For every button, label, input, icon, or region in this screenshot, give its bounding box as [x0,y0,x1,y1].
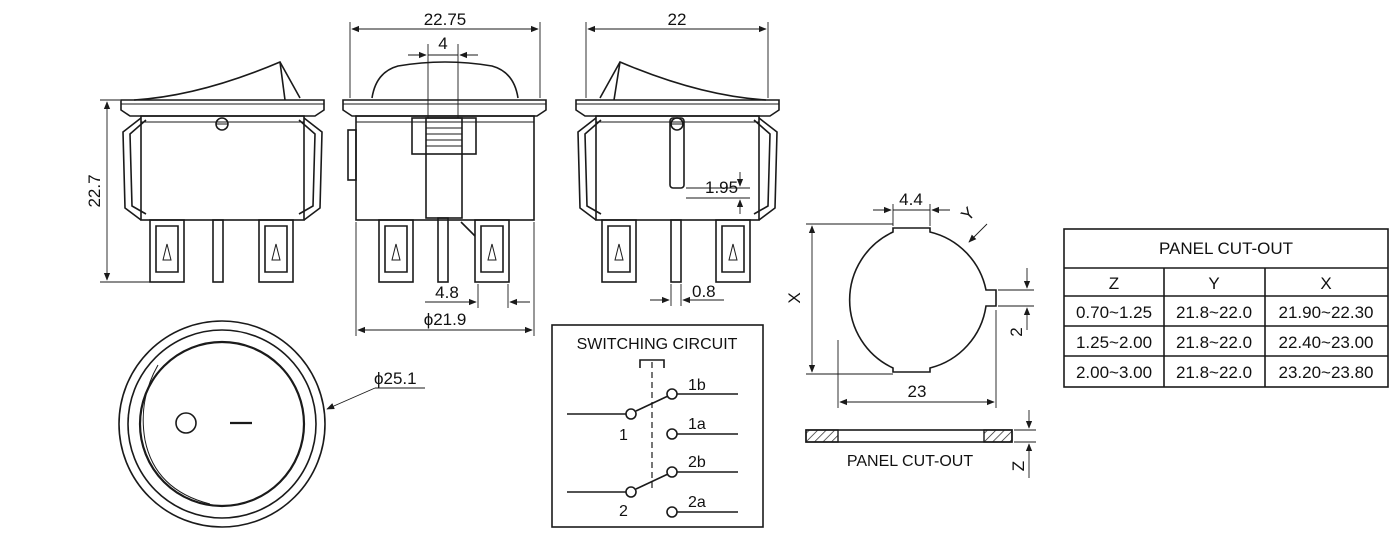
cutout-caption: PANEL CUT-OUT [847,453,973,470]
thickness-dimension: Z [1009,461,1028,471]
side2-terminal-left [601,219,637,283]
contact-2a-label: 2a [688,494,706,511]
front-terminal-middle [212,219,224,283]
contact-1a-label: 1a [688,416,706,433]
terminal-spacing-dimension: 4.8 [435,283,459,302]
side-view-2: 22 1.95 0.8 [575,10,780,306]
contact-1b-label: 1b [688,377,706,394]
front-terminal-left [149,219,185,283]
side-view: 22.75 4 4.8 ϕ21.9 [342,10,547,336]
table-cell: 21.8~22.0 [1176,333,1252,352]
bezel-diameter-dimension: ϕ25.1 [374,369,417,388]
front-terminal-right [258,219,294,283]
table-cell: 23.20~23.80 [1278,363,1373,382]
height-dimension: 22.7 [85,174,104,207]
side-terminal-right [460,219,510,283]
table-cell: 22.40~23.00 [1278,333,1373,352]
height-x-dimension: X [785,292,804,303]
table-title: PANEL CUT-OUT [1159,239,1293,258]
switching-circuit: SWITCHING CIRCUIT 1b 1a 2b 2a 1 2 [551,324,764,528]
corner-dimension: Y [957,203,978,224]
table-header-x: X [1320,274,1331,293]
table-cell: 21.8~22.0 [1176,363,1252,382]
pin-offset-dimension: 1.95 [705,178,738,197]
table-cell: 1.25~2.00 [1076,333,1152,352]
table-cell: 0.70~1.25 [1076,303,1152,322]
table-header-y: Y [1208,274,1219,293]
off-symbol-text: O [179,414,192,433]
pin-width-dimension: 4 [438,34,447,53]
contact-2b-label: 2b [688,454,706,471]
side-width-dimension: 22 [668,10,687,29]
table-cell: 21.90~22.30 [1278,303,1373,322]
front-view: 22.7 [85,60,325,283]
key-width-dimension: 4.4 [899,190,923,209]
side2-terminal-middle [670,219,682,283]
table-cell: 2.00~3.00 [1076,363,1152,382]
table-header-z: Z [1109,274,1119,293]
front-width-dimension: 22.75 [424,10,467,29]
table-cell: 21.8~22.0 [1176,303,1252,322]
notch-dimension: 2 [1007,327,1026,336]
pin-thickness-dimension: 0.8 [692,282,716,301]
common-2-label: 2 [619,503,628,520]
top-view: O I ϕ25.1 [118,320,425,528]
panel-cutout-drawing: 4.4 Y X 23 2 Z PANEL CUT-OUT [785,190,1036,478]
switching-circuit-title: SWITCHING CIRCUIT [577,336,738,353]
side-terminal-left [378,219,414,283]
panel-cutout-table: PANEL CUT-OUT Z Y X 0.70~1.25 21.8~22.0 … [1063,228,1389,388]
on-symbol-text: I [239,414,244,433]
common-1-label: 1 [619,427,628,444]
width-dimension: 23 [908,382,927,401]
body-diameter-dimension: ϕ21.9 [424,310,467,329]
off-symbol-icon [175,412,197,434]
side2-terminal-right [715,219,751,283]
